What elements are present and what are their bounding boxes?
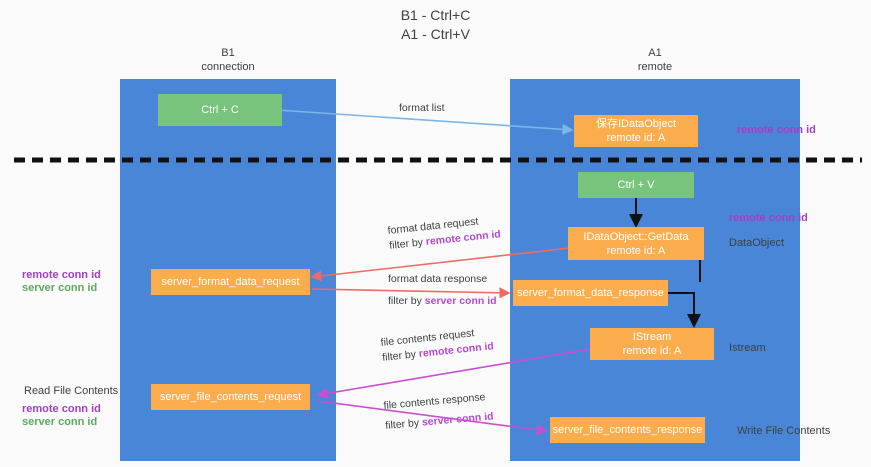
lane-header-b1: B1 connection [120, 46, 336, 74]
label-remote-conn-id-left-mid: remote conn id [22, 269, 101, 281]
lane-header-a1-name: A1 [648, 47, 662, 59]
box-server-format-data-request[interactable]: server_format_data_request [151, 269, 310, 295]
filter-key-server-conn-id: server conn id [424, 295, 497, 307]
lane-header-b1-name: B1 [221, 47, 235, 59]
lane-header-a1: A1 remote [510, 46, 800, 74]
label-istream: Istream [729, 342, 766, 354]
arrow-label-format-data-request: format data request filter by remote con… [387, 212, 502, 254]
box-ctrl-c-label: Ctrl + C [201, 104, 239, 116]
box-server-file-contents-response-label: server_file_contents_response [552, 424, 703, 436]
lane-header-a1-sub: remote [637, 61, 673, 73]
arrow-label-format-data-response-line1: format data response [388, 273, 488, 285]
arrow-label-format-data-response: format data response filter by server co… [388, 272, 497, 309]
label-dataobject: DataObject [729, 237, 785, 249]
box-server-file-contents-request-label: server_file_contents_request [159, 391, 302, 403]
box-server-file-contents-response[interactable]: server_file_contents_response [550, 417, 705, 443]
arrow-label-format-list: format list [399, 102, 445, 114]
arrow-label-file-contents-response-line2: filter by server conn id [385, 409, 494, 433]
page-title: B1 - Ctrl+C A1 - Ctrl+V [0, 6, 871, 44]
label-server-conn-id-left-bottom: server conn id [22, 416, 98, 428]
arrow-label-format-data-response-line2: filter by server conn id [388, 294, 497, 309]
box-ctrl-v[interactable]: Ctrl + V [578, 172, 694, 198]
filter-prefix: filter by [388, 295, 425, 307]
box-istream-line1: IStream [632, 331, 672, 343]
filter-prefix: filter by [381, 348, 420, 364]
box-ctrl-v-label: Ctrl + V [617, 179, 655, 191]
box-save-idataobject-line2: remote id: A [606, 132, 666, 144]
box-idataobject-getdata[interactable]: IDataObject::GetData remote id: A [568, 227, 704, 260]
label-remote-conn-id-left-bottom: remote conn id [22, 403, 101, 415]
box-save-idataobject[interactable]: 保存IDataObject remote id: A [574, 115, 698, 147]
arrow-label-file-contents-response: file contents response filter by server … [383, 390, 494, 434]
filter-key-server-conn-id: server conn id [421, 410, 495, 429]
filter-prefix: filter by [388, 236, 427, 252]
box-save-idataobject-line1: 保存IDataObject [595, 118, 677, 130]
label-server-conn-id-left-mid: server conn id [22, 282, 98, 294]
label-remote-conn-id-mid: remote conn id [729, 212, 808, 224]
box-idataobject-getdata-line2: remote id: A [606, 244, 666, 257]
title-line-2: A1 - Ctrl+V [401, 26, 470, 42]
label-remote-conn-id-top: remote conn id [737, 124, 816, 136]
title-line-1: B1 - Ctrl+C [400, 7, 471, 23]
box-server-format-data-response[interactable]: server_format_data_response [513, 280, 668, 306]
box-ctrl-c[interactable]: Ctrl + C [158, 94, 282, 126]
filter-prefix: filter by [384, 416, 423, 432]
lane-header-b1-sub: connection [201, 61, 255, 73]
box-server-format-data-request-label: server_format_data_request [161, 276, 300, 288]
label-read-file-contents: Read File Contents [24, 385, 119, 397]
box-istream[interactable]: IStream remote id: A [590, 328, 714, 360]
box-server-file-contents-request[interactable]: server_file_contents_request [151, 384, 310, 410]
label-write-file-contents: Write File Contents [737, 425, 831, 437]
box-istream-line2: remote id: A [622, 345, 682, 357]
box-server-format-data-response-label: server_format_data_response [517, 287, 664, 299]
box-idataobject-getdata-line1: IDataObject::GetData [583, 230, 689, 243]
arrow-label-file-contents-request: file contents request filter by remote c… [380, 324, 495, 366]
